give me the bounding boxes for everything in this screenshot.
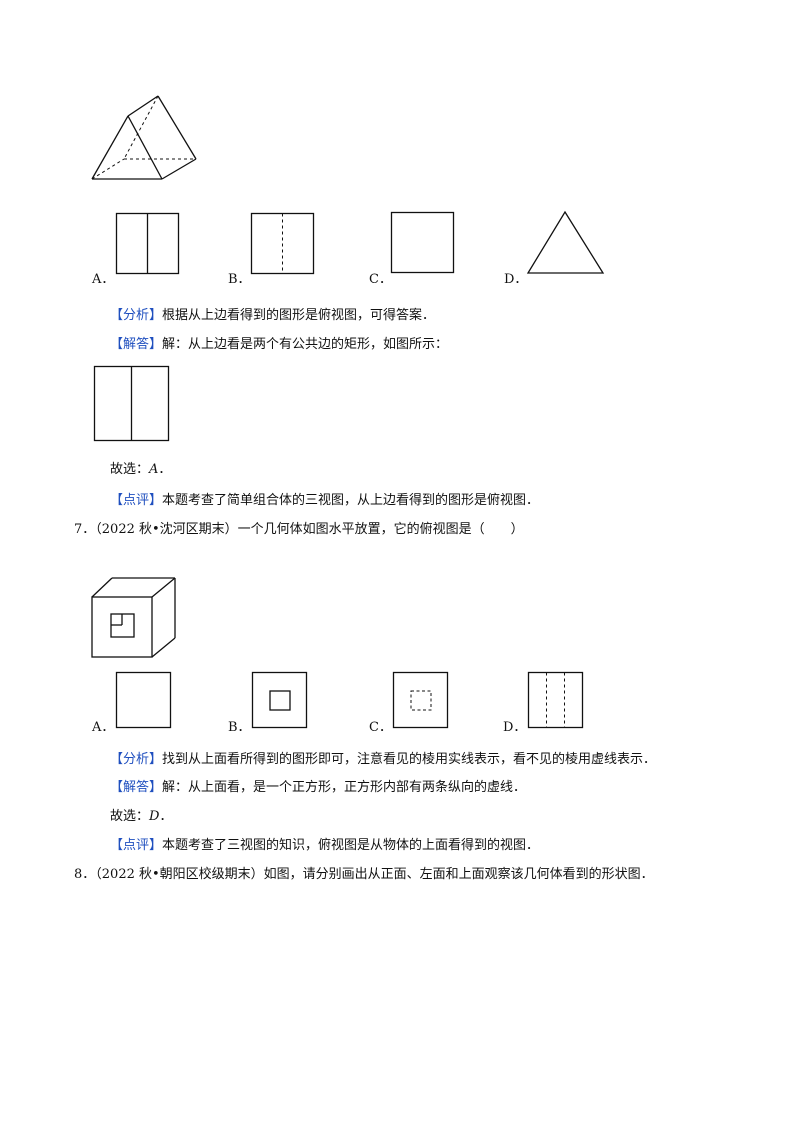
analysis-tag: 【分析】 xyxy=(110,752,163,767)
q8-stem: 8．（2022 秋•朝阳区校级期末）如图，请分别画出从正面、左面和上面观察该几何… xyxy=(74,866,654,884)
answer-text: 解：从上边看是两个有公共边的矩形，如图所示： xyxy=(162,337,449,352)
option-a-label: A． xyxy=(92,272,115,287)
choice-letter: A xyxy=(149,462,159,477)
answer-tag: 【解答】 xyxy=(110,780,163,795)
option-d-figure[interactable] xyxy=(526,210,607,276)
choice-prefix: 故选： xyxy=(110,809,150,824)
option-b-figure[interactable] xyxy=(251,671,308,729)
q7-choice: 故选：D． xyxy=(110,808,172,826)
answer-text: 解：从上面看，是一个正方形，正方形内部有两条纵向的虚线． xyxy=(162,780,527,795)
analysis-text: 找到从上面看所得到的图形即可，注意看见的棱用实线表示，看不见的棱用虚线表示． xyxy=(162,752,657,767)
answer-figure-two-rectangles xyxy=(93,365,170,442)
q7-comment: 【点评】本题考查了三视图的知识，俯视图是从物体的上面看得到的视图． xyxy=(110,837,539,855)
option-b-label: B． xyxy=(228,272,251,287)
option-a-figure[interactable] xyxy=(115,212,180,275)
comment-text: 本题考查了三视图的知识，俯视图是从物体的上面看得到的视图． xyxy=(162,838,540,853)
option-d-label: D． xyxy=(504,272,528,287)
q6-answer: 【解答】解：从上边看是两个有公共边的矩形，如图所示： xyxy=(110,336,448,354)
comment-tag: 【点评】 xyxy=(110,838,163,853)
q6-analysis: 【分析】根据从上边看得到的图形是俯视图，可得答案． xyxy=(110,307,435,325)
question-number: 7． xyxy=(74,522,96,537)
cube-with-hole-figure xyxy=(91,577,176,658)
option-c-figure[interactable] xyxy=(392,671,449,729)
analysis-text: 根据从上边看得到的图形是俯视图，可得答案． xyxy=(162,308,436,323)
comment-tag: 【点评】 xyxy=(110,493,163,508)
option-b-label: B． xyxy=(228,720,251,735)
question-stem: （2022 秋•沈河区期末）一个几何体如图水平放置，它的俯视图是（ ） xyxy=(95,522,524,537)
answer-tag: 【解答】 xyxy=(110,337,163,352)
option-b-figure[interactable] xyxy=(250,212,315,275)
comment-text: 本题考查了简单组合体的三视图，从上边看得到的图形是俯视图． xyxy=(162,493,540,508)
choice-suffix: ． xyxy=(159,809,173,824)
choice-prefix: 故选： xyxy=(110,462,150,477)
q7-analysis: 【分析】找到从上面看所得到的图形即可，注意看见的棱用实线表示，看不见的棱用虚线表… xyxy=(110,751,656,769)
question-stem: （2022 秋•朝阳区校级期末）如图，请分别画出从正面、左面和上面观察该几何体看… xyxy=(95,867,654,882)
triangular-prism-figure xyxy=(91,95,197,180)
question-number: 8． xyxy=(74,867,96,882)
choice-suffix: ． xyxy=(158,462,172,477)
option-c-label: C． xyxy=(369,720,392,735)
choice-letter: D xyxy=(149,809,160,824)
option-c-figure[interactable] xyxy=(390,211,455,274)
option-c-label: C． xyxy=(369,272,392,287)
q7-answer: 【解答】解：从上面看，是一个正方形，正方形内部有两条纵向的虚线． xyxy=(110,779,526,797)
option-d-label: D． xyxy=(503,720,527,735)
q6-choice: 故选：A． xyxy=(110,461,171,479)
q7-stem: 7．（2022 秋•沈河区期末）一个几何体如图水平放置，它的俯视图是（ ） xyxy=(74,521,524,539)
option-a-label: A． xyxy=(92,720,115,735)
option-d-figure[interactable] xyxy=(527,671,584,729)
option-a-figure[interactable] xyxy=(115,671,172,729)
analysis-tag: 【分析】 xyxy=(110,308,163,323)
q6-comment: 【点评】本题考查了简单组合体的三视图，从上边看得到的图形是俯视图． xyxy=(110,492,539,510)
